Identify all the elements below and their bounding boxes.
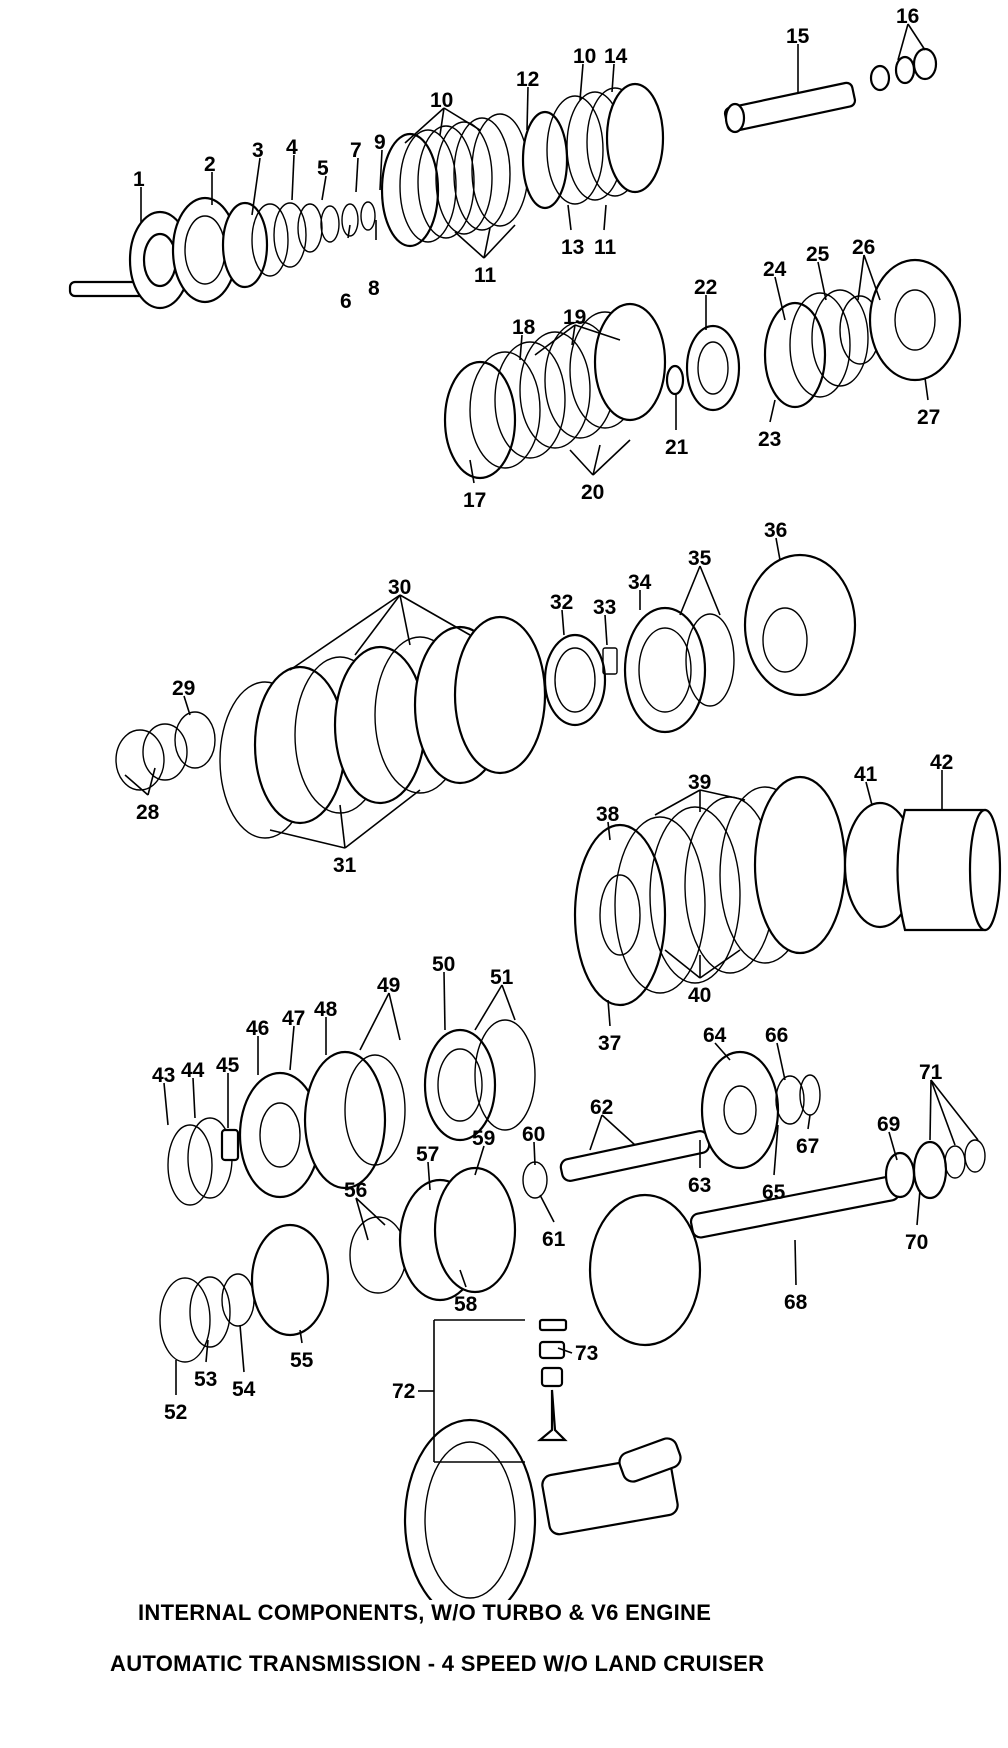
- input-shaft-assembly: [68, 196, 376, 310]
- callout-25: 25: [806, 243, 830, 266]
- callout-43: 43: [152, 1064, 175, 1087]
- callout-36: 36: [764, 519, 787, 542]
- callout-50: 50: [432, 953, 455, 976]
- callout-17: 17: [463, 489, 486, 512]
- governor-72-73: [536, 1318, 682, 1536]
- callout-7: 7: [350, 139, 362, 162]
- callout-37: 37: [598, 1032, 621, 1055]
- callout-63: 63: [688, 1174, 711, 1197]
- callout-54: 54: [232, 1378, 256, 1401]
- callout-56: 56: [344, 1179, 367, 1202]
- callout-4: 4: [286, 136, 298, 159]
- callout-11a: 11: [474, 264, 497, 287]
- callout-46: 46: [246, 1017, 269, 1040]
- part-drawings: [68, 47, 1002, 1600]
- callout-58: 58: [454, 1293, 478, 1316]
- callout-55: 55: [290, 1349, 314, 1372]
- callout-60: 60: [522, 1123, 545, 1146]
- callout-22: 22: [694, 276, 717, 299]
- callout-39: 39: [688, 771, 711, 794]
- callout-42: 42: [930, 751, 953, 774]
- callout-52: 52: [164, 1401, 187, 1424]
- callout-68: 68: [784, 1291, 808, 1314]
- callout-53: 53: [194, 1368, 217, 1391]
- callout-67: 67: [796, 1135, 819, 1158]
- clutch-pack-17-20: [443, 302, 741, 480]
- parts-diagram: 1 2 3 4 5 6 7 8 9 10 10 11 11 12 13 14 1…: [68, 5, 1002, 1600]
- callout-45: 45: [216, 1054, 240, 1077]
- callout-19: 19: [563, 306, 586, 329]
- drum-41-42: [843, 801, 1002, 932]
- callout-31: 31: [333, 854, 357, 877]
- callout-49: 49: [377, 974, 400, 997]
- callout-32: 32: [550, 591, 573, 614]
- callout-65: 65: [762, 1181, 786, 1204]
- clutch-plates-30-31: [219, 615, 547, 839]
- output-shaft-15-16: [723, 47, 938, 134]
- callout-41: 41: [854, 763, 878, 786]
- callout-51: 51: [490, 966, 514, 989]
- caption-line-1: INTERNAL COMPONENTS, W/O TURBO & V6 ENGI…: [138, 1600, 712, 1625]
- callout-33: 33: [593, 596, 616, 619]
- callout-24: 24: [763, 258, 787, 281]
- leader-lines: [124, 23, 979, 1463]
- callout-40: 40: [688, 984, 711, 1007]
- callout-62: 62: [590, 1096, 613, 1119]
- callout-70: 70: [905, 1231, 928, 1254]
- callout-9: 9: [374, 131, 386, 154]
- callout-30: 30: [388, 576, 411, 599]
- clutch-pack-37-40: [573, 775, 847, 1007]
- callout-21: 21: [665, 436, 689, 459]
- callout-1: 1: [133, 168, 145, 191]
- callout-59: 59: [472, 1127, 495, 1150]
- callout-18: 18: [512, 316, 536, 339]
- callout-2: 2: [204, 153, 216, 176]
- callout-5: 5: [317, 157, 329, 180]
- callout-6: 6: [340, 290, 352, 313]
- callout-44: 44: [181, 1059, 205, 1082]
- shaft-62-67: [559, 1050, 821, 1182]
- callout-16: 16: [896, 5, 919, 28]
- drum-bottom: [403, 1418, 537, 1600]
- callout-23: 23: [758, 428, 781, 451]
- callout-10b: 10: [573, 45, 596, 68]
- callout-14: 14: [604, 45, 628, 68]
- callout-20: 20: [581, 481, 604, 504]
- callout-47: 47: [282, 1007, 305, 1030]
- callout-11b: 11: [594, 236, 617, 259]
- callout-64: 64: [703, 1024, 727, 1047]
- callout-66: 66: [765, 1024, 788, 1047]
- planetary-23-27: [763, 258, 962, 409]
- callout-10a: 10: [430, 89, 453, 112]
- callout-12: 12: [516, 68, 539, 91]
- callout-13: 13: [561, 236, 584, 259]
- callout-34: 34: [628, 571, 652, 594]
- callout-28: 28: [136, 801, 160, 824]
- callout-3: 3: [252, 139, 264, 162]
- callout-71: 71: [919, 1061, 943, 1084]
- callout-69: 69: [877, 1113, 900, 1136]
- callout-35: 35: [688, 547, 712, 570]
- callout-29: 29: [172, 677, 195, 700]
- caption-line-2: AUTOMATIC TRANSMISSION - 4 SPEED W/O LAN…: [110, 1651, 765, 1676]
- callout-73: 73: [575, 1342, 598, 1365]
- callout-57: 57: [416, 1143, 439, 1166]
- callout-27: 27: [917, 406, 940, 429]
- callout-38: 38: [596, 803, 620, 826]
- callout-72: 72: [392, 1380, 415, 1403]
- bearing-32-36: [543, 553, 857, 734]
- callout-8: 8: [368, 277, 380, 300]
- output-shaft-68-71: [588, 1139, 986, 1347]
- callout-numbers: 1 2 3 4 5 6 7 8 9 10 10 11 11 12 13 14 1…: [133, 5, 953, 1424]
- snap-rings-28-29: [115, 711, 216, 791]
- callout-61: 61: [542, 1228, 566, 1251]
- planetary-43-51: [167, 1019, 536, 1206]
- clutch-discs-10-11: [380, 82, 665, 248]
- callout-15: 15: [786, 25, 810, 48]
- callout-26: 26: [852, 236, 875, 259]
- callout-48: 48: [314, 998, 338, 1021]
